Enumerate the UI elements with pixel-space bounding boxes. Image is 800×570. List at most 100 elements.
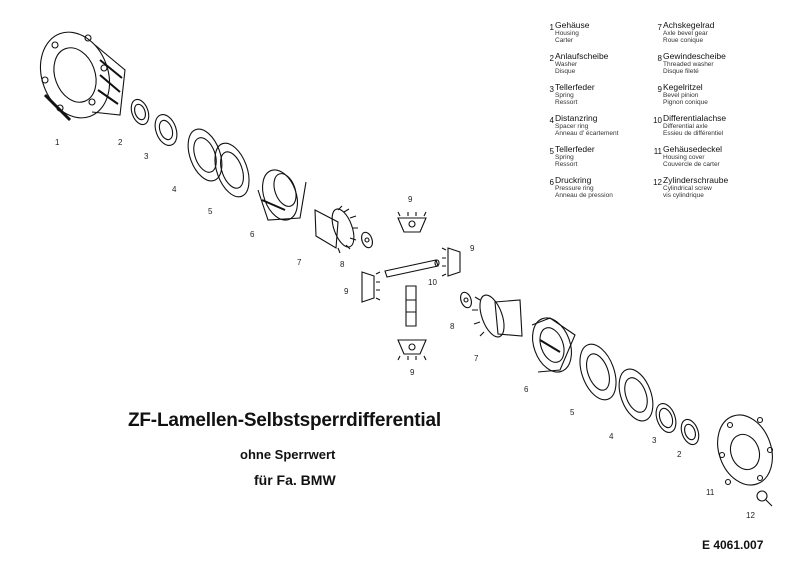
legend-german: Differentialachse [663, 113, 727, 123]
legend-french: Carter [555, 37, 574, 44]
part-spring-2 [655, 403, 677, 433]
callout-9-top: 9 [408, 195, 413, 204]
legend-german: Tellerfeder [555, 144, 595, 154]
callout-11: 11 [706, 488, 715, 497]
callout-5: 5 [208, 207, 213, 216]
legend-english: Axle bevel gear [663, 29, 708, 37]
legend-french: Anneau d' écartement [555, 130, 619, 137]
part-bevel-pinion-left [361, 271, 381, 303]
drawing-number: E 4061.007 [702, 538, 764, 552]
part-spring [154, 114, 178, 146]
callout-8: 8 [340, 260, 345, 269]
legend-german: Gewindescheibe [663, 51, 726, 61]
legend-english: Pressure ring [555, 184, 594, 192]
legend-number: 9 [657, 85, 662, 94]
legend-french: Essieu de différentiel [663, 130, 724, 137]
legend-english: Differential axle [663, 122, 708, 130]
legend-french: Pignon conique [663, 99, 708, 106]
callout-6-right: 6 [524, 385, 529, 394]
callout-9-left: 9 [344, 287, 349, 296]
legend-french: Anneau de pression [555, 192, 613, 199]
legend-number: 1 [549, 23, 554, 32]
legend-french: Ressort [555, 99, 578, 106]
legend-number: 4 [549, 116, 554, 125]
diagram-subtitle: ohne Sperrwert [240, 447, 336, 462]
part-spacer-ring-2 [618, 368, 654, 422]
callout-9-bottom: 9 [410, 368, 415, 377]
legend-french: Disque fileté [663, 68, 699, 75]
legend-german: Kegelritzel [663, 82, 703, 92]
legend-english: Washer [555, 60, 578, 68]
callout-9-right: 9 [470, 244, 475, 253]
part-washer-2 [680, 418, 700, 446]
part-axle-bevel-gear-2 [472, 294, 523, 338]
callout-12: 12 [746, 511, 755, 520]
callout-3-right: 3 [652, 436, 657, 445]
part-pressure-ring [257, 169, 307, 221]
legend-german: Anlaufscheibe [555, 51, 609, 61]
legend-english: Housing [555, 29, 579, 37]
callout-4-right: 4 [609, 432, 614, 441]
callout-10: 10 [428, 278, 437, 287]
legend-english: Spring [555, 91, 574, 99]
legend-number: 12 [653, 178, 662, 187]
legend-german: Tellerfeder [555, 82, 595, 92]
callout-7-right: 7 [474, 354, 479, 363]
legend-english: Bevel pinion [663, 91, 699, 99]
diagram-customer: für Fa. BMW [254, 472, 336, 488]
legend-french: vis cylindrique [663, 192, 704, 199]
part-spring-large-2 [579, 343, 617, 401]
part-housing [39, 31, 126, 122]
legend-number: 2 [549, 54, 554, 63]
legend-english: Threaded washer [663, 60, 714, 68]
legend-number: 6 [549, 178, 554, 187]
legend-number: 8 [657, 54, 662, 63]
part-spring-large [214, 142, 250, 198]
legend-french: Couvercle de carter [663, 161, 720, 168]
callout-5-right: 5 [570, 408, 575, 417]
legend-french: Roue conique [663, 37, 704, 44]
part-threaded-washer [361, 231, 373, 249]
part-bevel-pinion-top [397, 211, 427, 233]
part-pressure-ring-2 [531, 317, 576, 373]
part-differential-axle [384, 259, 440, 278]
legend-english: Cylindrical screw [663, 184, 712, 192]
callout-6: 6 [250, 230, 255, 239]
callout-2-right: 2 [677, 450, 682, 459]
legend-german: Gehäuse [555, 20, 590, 30]
callout-3: 3 [144, 152, 149, 161]
part-bevel-pinion-bottom [397, 339, 427, 361]
legend-french: Disque [555, 68, 576, 75]
part-threaded-washer-2 [460, 291, 472, 309]
part-center-pin [405, 285, 417, 327]
diagram-title: ZF-Lamellen-Selbstsperrdifferential [128, 410, 441, 431]
legend-number: 11 [653, 147, 662, 156]
callout-7: 7 [297, 258, 302, 267]
callout-8-right: 8 [450, 322, 455, 331]
part-axle-bevel-gear [314, 205, 358, 254]
legend-english: Spacer ring [555, 122, 589, 130]
legend-german: Achskegelrad [663, 20, 715, 30]
callout-1: 1 [55, 138, 60, 147]
part-washer [130, 98, 150, 126]
legend-number: 7 [657, 23, 662, 32]
legend-french: Ressort [555, 161, 578, 168]
legend-number: 3 [549, 85, 554, 94]
part-bevel-pinion-right [441, 247, 461, 277]
legend-german: Zylinderschraube [663, 175, 729, 185]
legend-english: Housing cover [663, 153, 705, 161]
legend-number: 5 [549, 147, 554, 156]
legend-german: Druckring [555, 175, 592, 185]
